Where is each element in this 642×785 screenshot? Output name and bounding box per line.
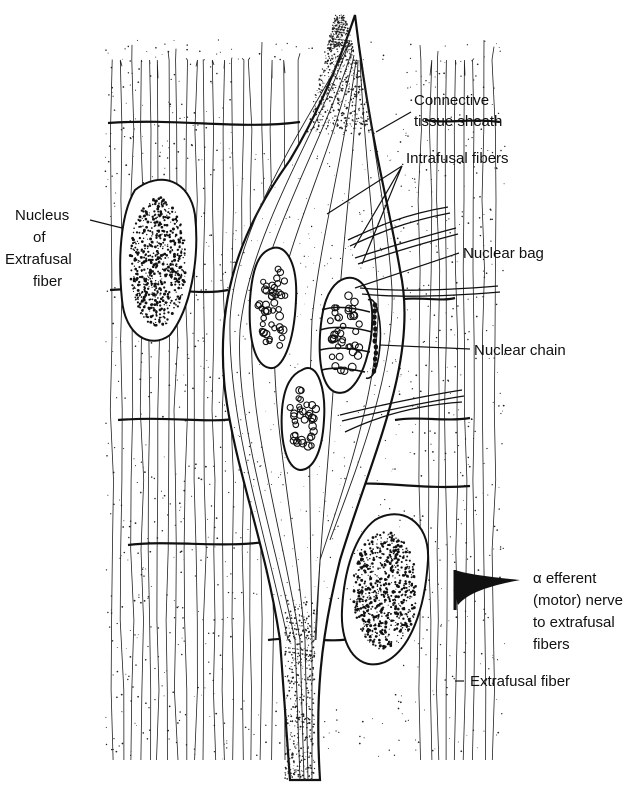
alpha-efferent-nerve-terminal: [453, 570, 520, 610]
label-nucleus-4: fiber: [33, 273, 62, 290]
label-nuclear-chain: Nuclear chain: [474, 342, 566, 359]
leader-lines: [89, 111, 471, 682]
label-nucleus-1: Nucleus: [15, 207, 69, 224]
extrafusal-nucleus-upper: [119, 178, 198, 342]
labels: Connective tissue sheath Intrafusal fibe…: [5, 92, 623, 690]
label-nucleus-3: Extrafusal: [5, 251, 72, 268]
label-nucleus-2: of: [33, 229, 46, 246]
extrafusal-nucleus-lower: [340, 513, 430, 666]
intrafusal-bag-lower: [280, 367, 326, 472]
intrafusal-bag-upper-left: [248, 246, 298, 370]
label-intrafusal-fibers: Intrafusal fibers: [406, 150, 509, 167]
nerve-fibers: [339, 206, 501, 433]
label-alpha-efferent-4: fibers: [533, 636, 570, 653]
label-alpha-efferent-2: (motor) nerve: [533, 592, 623, 609]
label-connective-tissue-sheath-2: tissue sheath: [414, 113, 502, 130]
label-connective-tissue-sheath-1: Connective: [414, 92, 489, 109]
label-alpha-efferent-3: to extrafusal: [533, 614, 615, 631]
nuclear-bag: [318, 276, 374, 394]
label-alpha-efferent-1: α efferent: [533, 570, 597, 587]
label-nuclear-bag: Nuclear bag: [463, 245, 544, 262]
label-extrafusal-fiber: Extrafusal fiber: [470, 673, 570, 690]
